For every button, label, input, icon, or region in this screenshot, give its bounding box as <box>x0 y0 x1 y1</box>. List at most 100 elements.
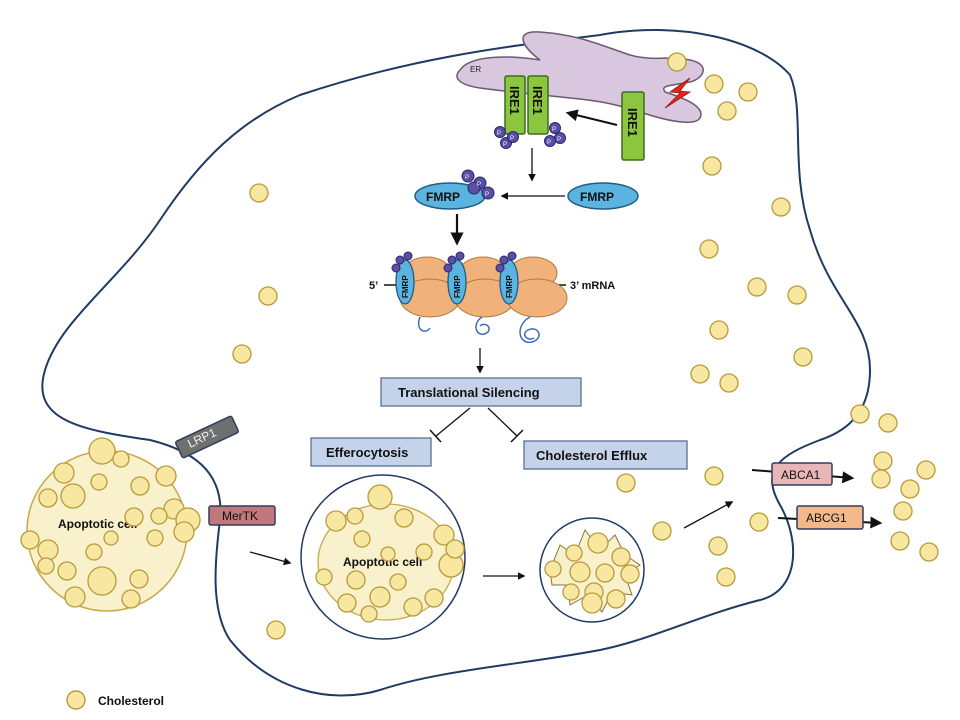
cholesterol-legend-label: Cholesterol <box>98 694 164 708</box>
cholesterol-droplet <box>103 530 119 546</box>
ire1-monomer <box>621 91 645 161</box>
cholesterol-droplet <box>878 413 898 433</box>
cholesterol-droplet <box>315 568 333 586</box>
cholesterol-droplet <box>146 529 164 547</box>
phospho-label: P <box>477 182 481 188</box>
lrp1-receptor <box>175 415 239 459</box>
phospho-label: P <box>503 142 507 148</box>
cholesterol-droplet <box>121 589 141 609</box>
cholesterol-droplet <box>871 469 891 489</box>
phospho-icon <box>499 255 509 265</box>
cholesterol-droplet <box>403 597 423 617</box>
fmrp-label: FMRP <box>580 190 614 204</box>
cholesterol-droplet <box>37 557 55 575</box>
cholesterol-droplet <box>57 561 77 581</box>
cholesterol-droplet <box>719 373 739 393</box>
fmrp-label: FMRP <box>505 275 514 298</box>
efflux-arrow <box>683 501 734 529</box>
mrna-3prime-label: 3’ mRNA <box>570 280 615 292</box>
cholesterol-droplet <box>88 437 116 465</box>
abca1-label: ABCA1 <box>781 468 821 482</box>
endoplasmic-reticulum <box>456 31 704 123</box>
cholesterol-droplet <box>667 52 687 72</box>
mertk-receptor <box>208 505 276 526</box>
cholesterol-droplet <box>606 589 626 609</box>
cholesterol-droplet <box>708 536 728 556</box>
cholesterol-droplet <box>325 510 347 532</box>
cholesterol-droplet <box>249 183 269 203</box>
engulfment-arrow <box>249 551 292 566</box>
inhibition-bar <box>429 429 442 443</box>
cholesterol-droplet <box>699 239 719 259</box>
mertk-label: MerTK <box>222 509 258 523</box>
cholesterol-droplet <box>37 539 59 561</box>
cholesterol-droplet <box>587 532 609 554</box>
phospho-icon <box>544 135 556 147</box>
cholesterol-droplet <box>716 567 736 587</box>
cholesterol-droplet <box>337 593 357 613</box>
phospho-label: P <box>552 127 556 133</box>
cholesterol-droplet <box>150 507 168 525</box>
fmrp-label: FMRP <box>401 275 410 298</box>
cholesterol-droplet <box>353 530 371 548</box>
phospho-icon <box>495 263 505 273</box>
cholesterol-droplet <box>173 521 195 543</box>
cholesterol-droplet <box>38 488 58 508</box>
fmrp-unphosphorylated <box>567 182 639 210</box>
cholesterol-droplet <box>919 542 939 562</box>
activation-arrow <box>565 109 618 126</box>
phospho-label: P <box>497 131 501 137</box>
fmrp-label: FMRP <box>453 275 462 298</box>
cholesterol-droplet <box>445 539 465 559</box>
cholesterol-droplet <box>717 101 737 121</box>
phospho-icon <box>467 181 481 195</box>
ire1-label: IRE1 <box>530 86 545 115</box>
phospho-icon <box>481 186 495 200</box>
cholesterol-droplet <box>360 605 378 623</box>
cholesterol-droplet <box>704 466 724 486</box>
phospho-icon <box>455 251 465 261</box>
cholesterol-droplet <box>380 546 396 562</box>
inhibition-bar <box>510 429 524 443</box>
cholesterol-droplet <box>130 476 150 496</box>
phospho-icon <box>461 169 475 183</box>
mrna-ribosome-complex: 5’ 3’ mRNA FMRP FMRP FMRP <box>369 251 615 343</box>
cholesterol-droplet <box>544 560 562 578</box>
cholesterol-droplet <box>346 507 364 525</box>
cholesterol-efflux-box <box>523 440 688 470</box>
ire1-label: IRE1 <box>507 86 522 115</box>
cholesterol-droplet <box>620 564 640 584</box>
cholesterol-droplet <box>433 524 455 546</box>
cholesterol-droplet <box>569 561 591 583</box>
translational-silencing-box <box>380 377 582 407</box>
cholesterol-droplet <box>367 484 393 510</box>
phospho-icon <box>403 251 413 261</box>
cholesterol-legend-icon <box>66 690 86 710</box>
nascent-peptide <box>475 316 490 335</box>
apoptotic-cell-label: Apoptotic cell <box>343 555 422 569</box>
cholesterol-droplet <box>565 544 583 562</box>
cholesterol-droplet <box>749 512 769 532</box>
phospho-icon <box>549 122 561 134</box>
fmrp-phospho-groups: P P P <box>461 169 495 200</box>
nascent-peptide <box>519 316 540 343</box>
efferocytosis-label: Efferocytosis <box>326 445 408 460</box>
cholesterol-droplet <box>266 620 286 640</box>
cholesterol-droplet <box>704 74 724 94</box>
er-label: ER <box>470 65 481 74</box>
cholesterol-droplet <box>415 543 433 561</box>
phospho-icon <box>395 255 405 265</box>
abcg1-label: ABCG1 <box>806 511 847 525</box>
cholesterol-droplet <box>771 197 791 217</box>
cholesterol-droplet <box>581 592 603 614</box>
mrna-5prime-label: 5’ <box>369 280 378 292</box>
cholesterol-droplet <box>652 521 672 541</box>
phospho-icon <box>507 131 519 143</box>
phospho-label: P <box>485 192 489 198</box>
phospho-icon <box>447 255 457 265</box>
fmrp-label: FMRP <box>426 190 460 204</box>
cholesterol-droplet <box>611 547 631 567</box>
cell-membrane <box>41 29 872 697</box>
cholesterol-droplet <box>155 465 177 487</box>
efferocytosis-box <box>310 437 432 467</box>
